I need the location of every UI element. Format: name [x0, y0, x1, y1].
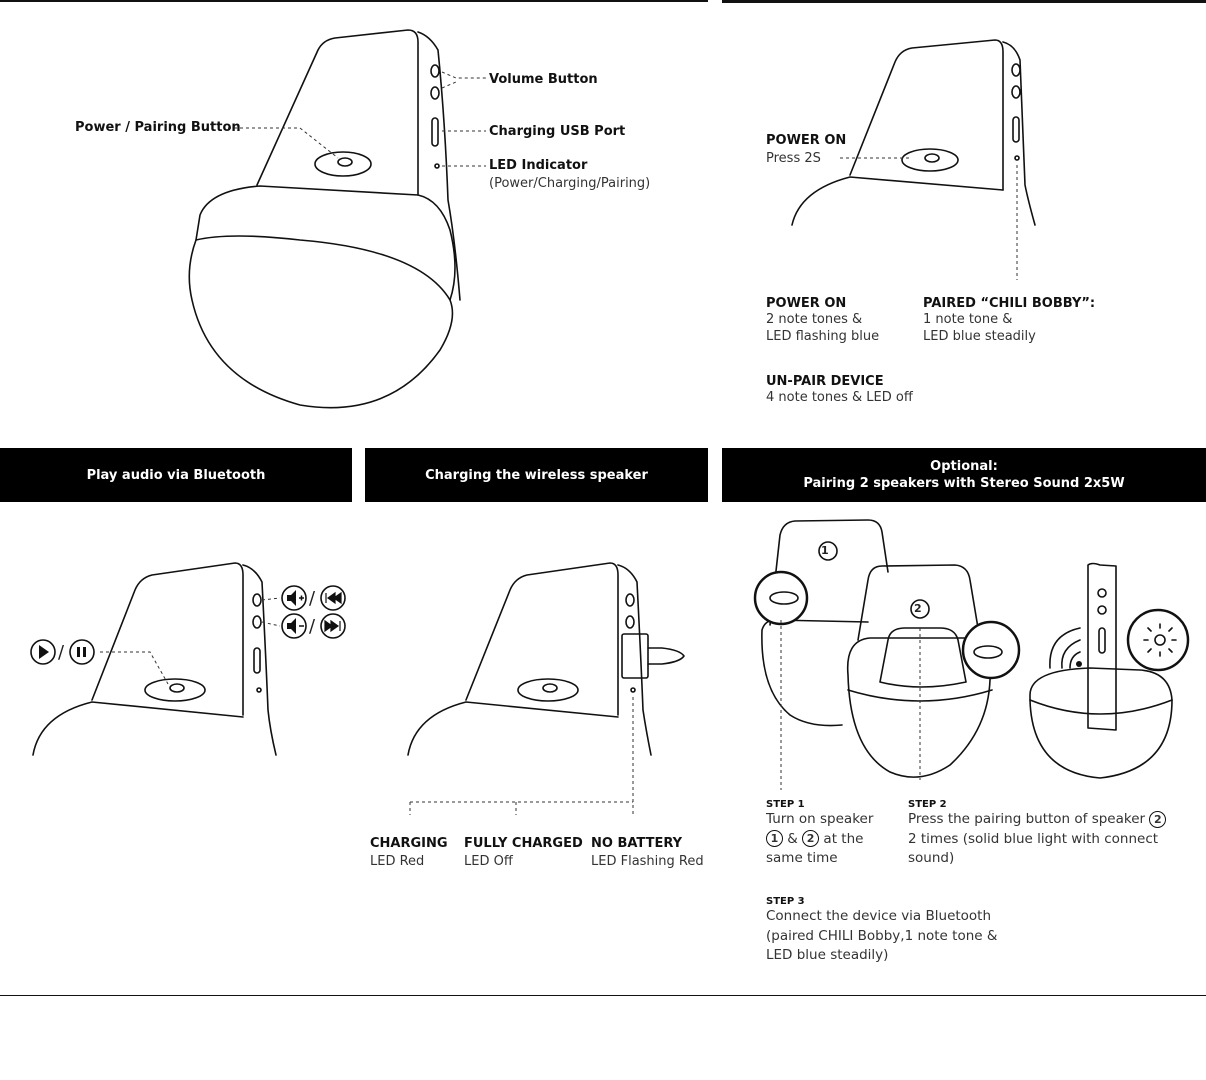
step-3: STEP 3 Connect the device via Bluetooth … [766, 896, 997, 966]
vol-down-next-separator: / [309, 616, 316, 637]
charging-state: CHARGING LED Red [370, 836, 448, 870]
section-title: Play audio via Bluetooth [86, 467, 266, 483]
speaker-2-number: 2 [914, 602, 922, 615]
step-1: STEP 1 Turn on speaker 1 & 2 at the same… [766, 799, 873, 869]
state-title: FULLY CHARGED [464, 836, 583, 851]
speaker-1-number: 1 [821, 544, 829, 557]
led-indicator-sub: (Power/Charging/Pairing) [489, 176, 651, 191]
unpair-text: 4 note tones & LED off [766, 390, 913, 405]
step-line: LED blue steadily) [766, 947, 889, 963]
paired-line2: LED blue steadily [923, 329, 1036, 344]
paired-line1: 1 note tone & [923, 312, 1013, 327]
power-on-press-title: POWER ON [766, 133, 847, 148]
section-header-charging: Charging the wireless speaker [365, 448, 708, 502]
power-on-info: POWER ON 2 note tones & LED flashing blu… [766, 296, 879, 345]
state-text: LED Off [464, 854, 513, 869]
bottom-rule [0, 995, 1206, 996]
section-subtitle: Pairing 2 speakers with Stereo Sound 2x5… [803, 476, 1125, 491]
speaker-number-badge: 2 [802, 830, 820, 847]
play-pause-separator: / [58, 642, 65, 663]
step-2: STEP 2 Press the pairing button of speak… [908, 799, 1206, 869]
state-text: LED Red [370, 854, 425, 869]
top-rule-right [722, 0, 1206, 3]
speaker-number-badge: 1 [766, 830, 783, 847]
step-title: STEP 3 [766, 896, 805, 907]
usb-port-label: Charging USB Port [489, 124, 626, 139]
power-on-line2: LED flashing blue [766, 329, 880, 344]
state-title: NO BATTERY [591, 836, 683, 851]
speaker-number-badge: 2 [1149, 810, 1167, 828]
unpair-title: UN-PAIR DEVICE [766, 374, 884, 389]
top-rule-left [0, 0, 708, 2]
step-title: STEP 2 [908, 799, 947, 810]
speaker-play-drawing [30, 562, 346, 756]
power-on-press-text: Press 2S [766, 151, 821, 166]
amp: & [787, 830, 798, 847]
power-on-line1: 2 note tones & [766, 312, 863, 327]
speaker-power-drawing [791, 39, 1036, 280]
step-line: Connect the device via Bluetooth [766, 908, 992, 924]
section-title: Charging the wireless speaker [425, 467, 648, 483]
led-indicator-label: LED Indicator [489, 158, 588, 173]
charging-state: NO BATTERY LED Flashing Red [591, 836, 704, 870]
power-pairing-button-label: Power / Pairing Button [75, 120, 241, 135]
step-line: (paired CHILI Bobby,1 note tone & [766, 927, 998, 944]
paired-info: PAIRED “CHILI BOBBY”: 1 note tone & LED … [923, 296, 1095, 345]
charging-state: FULLY CHARGED LED Off [464, 836, 583, 870]
step-line: same time [766, 850, 838, 866]
paired-title: PAIRED “CHILI BOBBY”: [923, 296, 1096, 311]
volume-button-label: Volume Button [489, 72, 598, 87]
step-line: Turn on speaker [766, 811, 874, 827]
vol-up-prev-separator: / [309, 588, 316, 609]
speaker-charging-drawing [407, 562, 685, 815]
unpair-info: UN-PAIR DEVICE 4 note tones & LED off [766, 374, 913, 406]
section-title: Optional: [930, 459, 998, 474]
state-title: CHARGING [370, 836, 448, 851]
section-header-optional: Optional: Pairing 2 speakers with Stereo… [722, 448, 1206, 502]
step-title: STEP 1 [766, 799, 805, 810]
step-line: Press the pairing button of speaker [908, 811, 1146, 827]
step-line: 2 times (solid blue light with connect s… [908, 830, 1159, 867]
section-header-play: Play audio via Bluetooth [0, 448, 352, 502]
state-text: LED Flashing Red [591, 854, 704, 869]
speaker-overview-drawing [188, 29, 486, 409]
power-on-title: POWER ON [766, 296, 847, 311]
speaker-pairing-drawing [753, 519, 1190, 790]
step-line: at the [823, 830, 864, 847]
